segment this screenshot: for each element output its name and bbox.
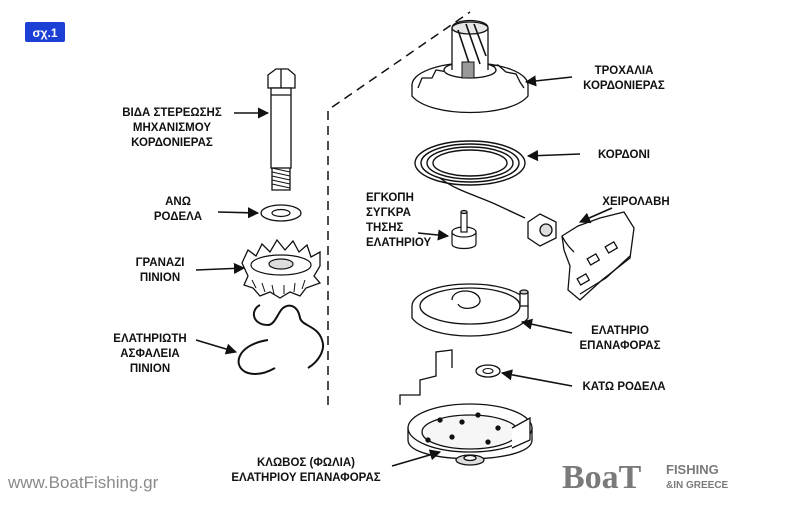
label-pulley-line2: ΚΟΡΔΟΝΙΕΡΑΣ — [583, 80, 665, 92]
watermark-text: www.BoatFishing.gr — [7, 473, 159, 492]
label-spring-housing-line2: ΕΛΑΤΗΡΙΟΥ ΕΠΑΝΑΦΟΡΑΣ — [231, 472, 380, 484]
logo-line1: FISHING — [666, 462, 719, 477]
label-upper-washer-line1: ΑΝΩ — [165, 196, 191, 208]
label-spring-notch-line3: ΤΗΣΗΣ — [366, 222, 404, 234]
label-screw: ΒΙΔΑ ΣΤΕΡΕΩΣΗΣ ΜΗΧΑΝΙΣΜΟΥ ΚΟΡΔΟΝΙΕΡΑΣ — [122, 107, 222, 149]
label-pinion-clip-line2: ΑΣΦΑΛΕΙΑ — [120, 348, 179, 360]
label-rewind-spring: ΕΛΑΤΗΡΙΟ ΕΠΑΝΑΦΟΡΑΣ — [580, 325, 661, 352]
label-pinion-gear: ΓΡΑΝΑΖΙ ΠΙΝΙΟΝ — [136, 257, 185, 284]
label-rewind-spring-line1: ΕΛΑΤΗΡΙΟ — [591, 325, 649, 337]
boatfishing-logo: BoaT FISHING &IN GREECE — [562, 459, 729, 496]
label-lower-washer: ΚΑΤΩ ΡΟΔΕΛΑ — [582, 381, 665, 393]
label-screw-line3: ΚΟΡΔΟΝΙΕΡΑΣ — [131, 137, 213, 149]
pulley-illustration — [411, 19, 529, 114]
label-spring-notch-line2: ΣΥΓΚΡΑ — [366, 207, 411, 219]
label-pulley-line1: ΤΡΟΧΑΛΙΑ — [595, 65, 654, 77]
label-spring-housing-line1: ΚΛΩΒΟΣ (ΦΩΛΙΑ) — [257, 457, 355, 469]
label-handle: ΧΕΙΡΟΛΑΒΗ — [602, 196, 669, 208]
label-pinion-gear-line2: ΠΙΝΙΟΝ — [140, 272, 180, 284]
label-upper-washer: ΑΝΩ ΡΟΔΕΛΑ — [154, 196, 202, 223]
label-spring-notch: ΕΓΚΟΠΗ ΣΥΓΚΡΑ ΤΗΣΗΣ ΕΛΑΤΗΡΙΟΥ — [366, 192, 432, 249]
label-screw-line1: ΒΙΔΑ ΣΤΕΡΕΩΣΗΣ — [122, 107, 222, 119]
leader-arrows — [195, 75, 613, 467]
screw-illustration — [267, 68, 296, 191]
logo-line2: &IN GREECE — [666, 480, 729, 491]
label-pinion-clip: ΕΛΑΤΗΡΙΩΤΗ ΑΣΦΑΛΕΙΑ ΠΙΝΙΟΝ — [113, 333, 186, 375]
spring-notch-illustration — [451, 209, 477, 250]
label-cord-line1: ΚΟΡΔΟΝΙ — [598, 149, 650, 161]
label-lower-washer-line1: ΚΑΤΩ ΡΟΔΕΛΑ — [582, 381, 665, 393]
label-pulley: ΤΡΟΧΑΛΙΑ ΚΟΡΔΟΝΙΕΡΑΣ — [583, 65, 665, 92]
rewind-spring-illustration — [411, 283, 529, 337]
upper-washer-illustration — [260, 204, 302, 222]
label-pinion-clip-line3: ΠΙΝΙΟΝ — [130, 363, 170, 375]
figure-tag-text: σχ.1 — [32, 26, 57, 40]
label-pinion-clip-line1: ΕΛΑΤΗΡΙΩΤΗ — [113, 333, 186, 345]
label-handle-line1: ΧΕΙΡΟΛΑΒΗ — [602, 196, 669, 208]
label-rewind-spring-line2: ΕΠΑΝΑΦΟΡΑΣ — [580, 340, 661, 352]
figure-tag: σχ.1 — [25, 22, 65, 42]
logo-word: BoaT — [562, 459, 642, 496]
spring-housing-illustration — [399, 349, 533, 466]
pinion-gear-illustration — [241, 238, 322, 299]
label-spring-housing: ΚΛΩΒΟΣ (ΦΩΛΙΑ) ΕΛΑΤΗΡΙΟΥ ΕΠΑΝΑΦΟΡΑΣ — [231, 457, 380, 484]
handle-illustration — [527, 211, 635, 301]
lower-washer-illustration — [475, 364, 501, 378]
label-pinion-gear-line1: ΓΡΑΝΑΖΙ — [136, 257, 185, 269]
label-screw-line2: ΜΗΧΑΝΙΣΜΟΥ — [133, 122, 211, 134]
label-upper-washer-line2: ΡΟΔΕΛΑ — [154, 211, 202, 223]
label-spring-notch-line1: ΕΓΚΟΠΗ — [366, 192, 414, 204]
pinion-clip-illustration — [237, 304, 324, 376]
assembly-dashed-line — [327, 11, 471, 405]
label-spring-notch-line4: ΕΛΑΤΗΡΙΟΥ — [366, 237, 432, 249]
cord-coil-illustration — [414, 140, 526, 219]
label-cord: ΚΟΡΔΟΝΙ — [598, 149, 650, 161]
